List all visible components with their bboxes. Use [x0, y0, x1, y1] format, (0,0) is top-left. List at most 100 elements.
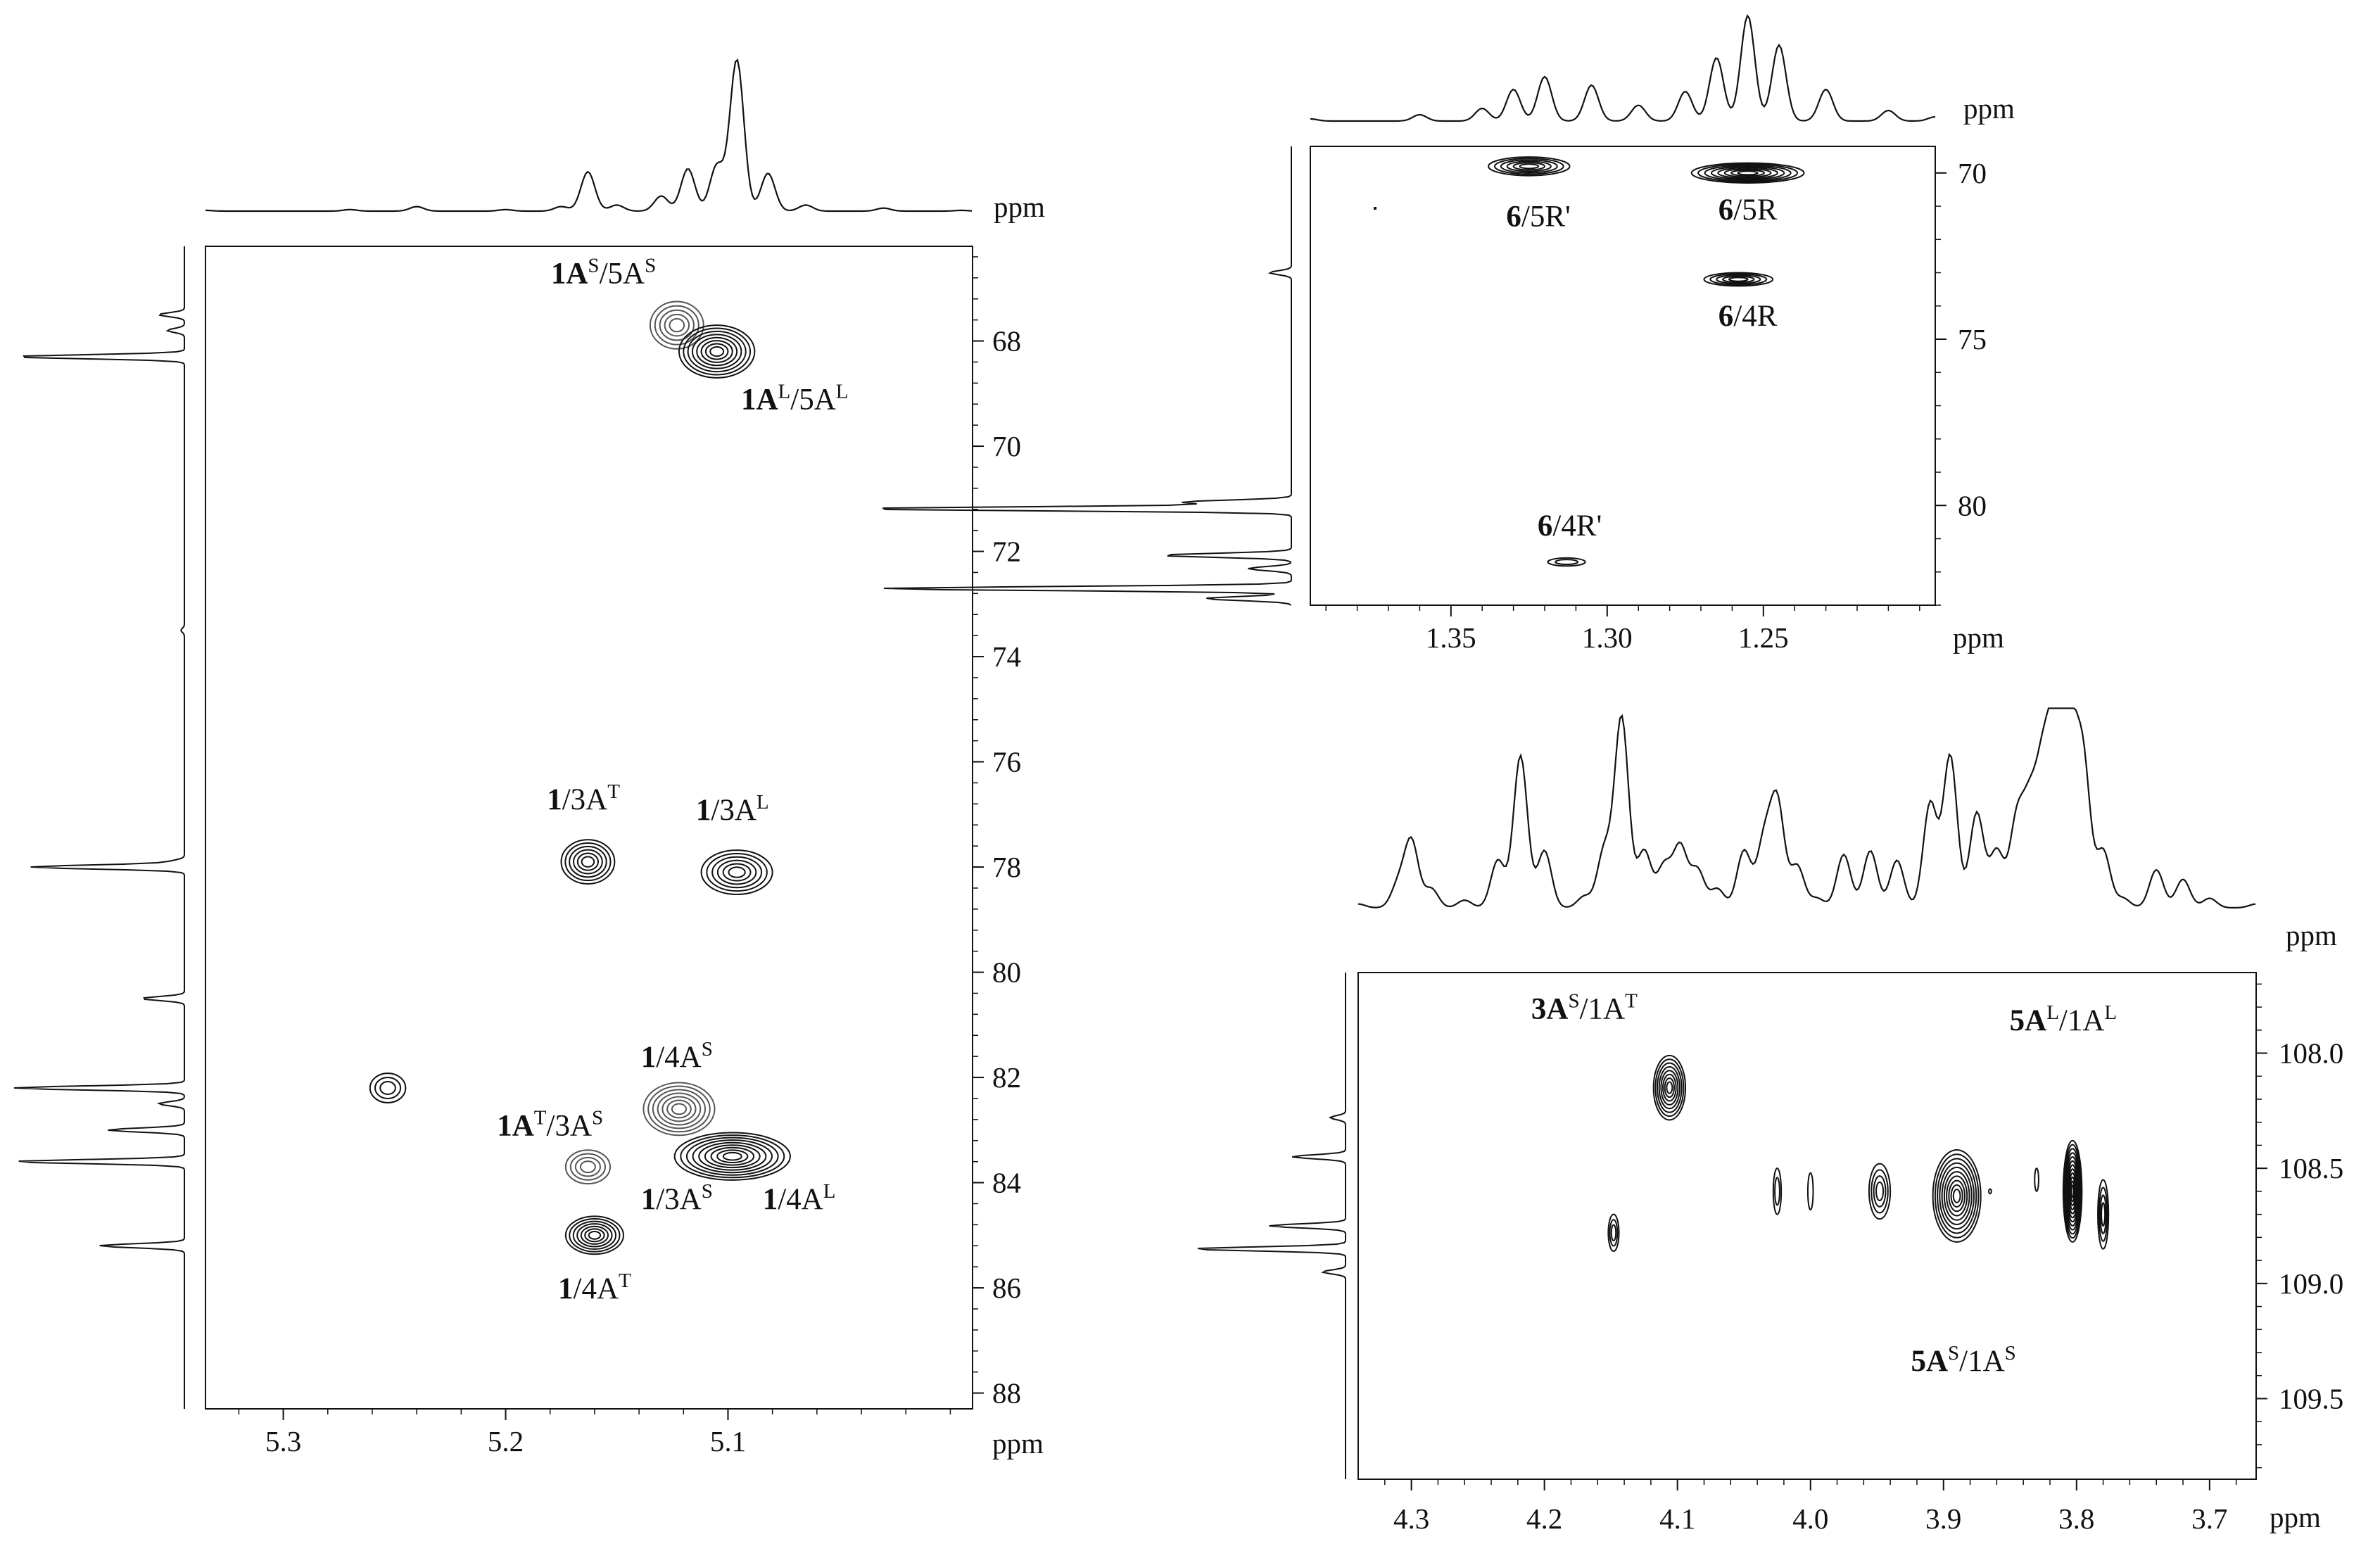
- cross-peak-contour: [678, 324, 756, 379]
- peak-label-compound: 5A: [2010, 1004, 2047, 1037]
- cross-peak-contour: [2062, 1139, 2083, 1243]
- peak-label-sup: S: [702, 1038, 713, 1061]
- plot-frame: [205, 246, 973, 1410]
- peak-label-text: /5R: [1733, 194, 1777, 227]
- peak-label-text: /4A: [656, 1041, 702, 1074]
- cross-peak-contour: [1690, 162, 1805, 184]
- peak-label-text: /4A: [574, 1272, 619, 1305]
- top-projection-trace: [205, 58, 973, 213]
- peak-label: 6/5R': [1506, 200, 1570, 233]
- peak-label: 5AS/1AS: [1911, 1342, 2015, 1378]
- peak-label-sup: L: [757, 791, 769, 814]
- x-tick-label: 4.3: [1393, 1502, 1429, 1535]
- x-unit-label: ppm: [1953, 621, 2004, 654]
- cross-peak-contour: [673, 1132, 791, 1181]
- cross-peak-contour: [560, 839, 616, 885]
- x-tick-label: 5.2: [488, 1425, 524, 1457]
- peak-label-sup: S: [588, 254, 599, 277]
- peak-label: 5AL/1AL: [2010, 1001, 2118, 1037]
- y-tick-label: 108.0: [2279, 1037, 2343, 1070]
- peak-label-compound: 3A: [1531, 992, 1569, 1025]
- x-tick-label: 3.7: [2191, 1502, 2227, 1535]
- peak-label-text: /3A: [711, 794, 757, 827]
- cross-peak-contour: [1932, 1149, 1982, 1243]
- x-tick-label: 3.9: [1925, 1502, 1961, 1535]
- peak-label-text: /3A: [656, 1183, 702, 1216]
- peak-label: 1/4AL: [763, 1180, 836, 1216]
- x-tick-label: 1.35: [1426, 621, 1476, 654]
- x-tick-label: 5.1: [710, 1425, 746, 1457]
- y-tick-label: 72: [992, 536, 1021, 568]
- peak-label: 1AS/5AS: [551, 254, 656, 290]
- peak-label-sup: S: [1568, 989, 1579, 1012]
- peak-label-text: /3A: [562, 783, 608, 816]
- y-tick-label: 80: [992, 956, 1021, 989]
- y-tick-label: 74: [992, 640, 1021, 673]
- cross-peak-contour: [649, 300, 704, 350]
- peak-label-sup: S: [2005, 1342, 2016, 1365]
- peak-label-text: /3A: [547, 1109, 593, 1142]
- peak-label-sup: L: [2046, 1001, 2059, 1024]
- peak-label: 6/5R: [1718, 194, 1778, 227]
- side-projection-trace: [13, 246, 186, 1409]
- peak-label-compound: 1: [696, 794, 711, 827]
- x-tick-label: 1.25: [1738, 621, 1789, 654]
- peak-label-text: /4R: [1733, 300, 1777, 333]
- peak-label-text: /4R': [1552, 509, 1602, 543]
- side-projection-trace: [1197, 973, 1346, 1479]
- peak-label-compound: 6: [1506, 200, 1521, 233]
- y-tick-label: 108.5: [2279, 1152, 2343, 1184]
- peak-label-compound: 6: [1718, 300, 1734, 333]
- y-tick-label: 109.5: [2279, 1382, 2343, 1414]
- peak-label-text: /1A: [1959, 1345, 2005, 1378]
- cross-peak-contour: [2097, 1179, 2110, 1250]
- side-projection-trace: [882, 146, 1292, 606]
- cross-peak-contour: [564, 1215, 624, 1255]
- top-projection-trace: [1310, 13, 1936, 122]
- y-tick-label: 76: [992, 746, 1021, 778]
- y-tick-label: 82: [992, 1061, 1021, 1094]
- cross-peak-contour: [700, 849, 773, 895]
- x-tick-label: 5.3: [265, 1425, 301, 1457]
- peak-label-sup: S: [592, 1106, 603, 1129]
- y-tick-label: 84: [992, 1167, 1021, 1199]
- peak-label-compound: 1: [641, 1041, 657, 1074]
- peak-label: 1/3AT: [547, 780, 620, 816]
- peak-label: 1/4AT: [558, 1270, 631, 1305]
- peak-label-sup: T: [619, 1270, 631, 1292]
- peak-label: 6/4R: [1718, 300, 1778, 333]
- peak-label-text: /5R': [1521, 200, 1571, 233]
- peak-label-compound: 1: [547, 783, 562, 816]
- peak-label-text: /5A: [790, 384, 836, 417]
- x-unit-label: ppm: [2270, 1501, 2321, 1533]
- cross-peak-contour: [1488, 156, 1571, 177]
- y-unit-label: ppm: [1963, 92, 2015, 125]
- cross-peak-contour: [1652, 1054, 1687, 1121]
- plot-frame: [1357, 972, 2257, 1480]
- cross-peak-contour: [564, 1149, 612, 1185]
- peak-label: 1AT/3AS: [497, 1106, 603, 1142]
- plot-frame: [1310, 146, 1936, 606]
- peak-label-compound: 1: [558, 1272, 574, 1305]
- x-tick-label: 4.2: [1526, 1502, 1562, 1535]
- cross-peak-contour: [1806, 1172, 1814, 1211]
- peak-label-compound: 1A: [497, 1109, 534, 1142]
- peak-label-sup: T: [534, 1106, 547, 1129]
- cross-peak-contour: [369, 1072, 407, 1103]
- cross-peak-contour: [1988, 1188, 1992, 1195]
- peak-label-sup: T: [607, 780, 620, 803]
- noise-dot: [1374, 207, 1376, 210]
- x-unit-label: ppm: [992, 1427, 1044, 1460]
- y-unit-label: ppm: [994, 191, 1045, 223]
- y-tick-label: 75: [1958, 323, 1987, 355]
- cross-peak-contour: [2034, 1167, 2039, 1192]
- y-tick-label: 70: [992, 430, 1021, 462]
- x-tick-label: 4.1: [1659, 1502, 1695, 1535]
- peak-label-compound: 1: [641, 1183, 657, 1216]
- peak-label-text: /1A: [2059, 1004, 2105, 1037]
- peak-label-sup: L: [778, 381, 791, 403]
